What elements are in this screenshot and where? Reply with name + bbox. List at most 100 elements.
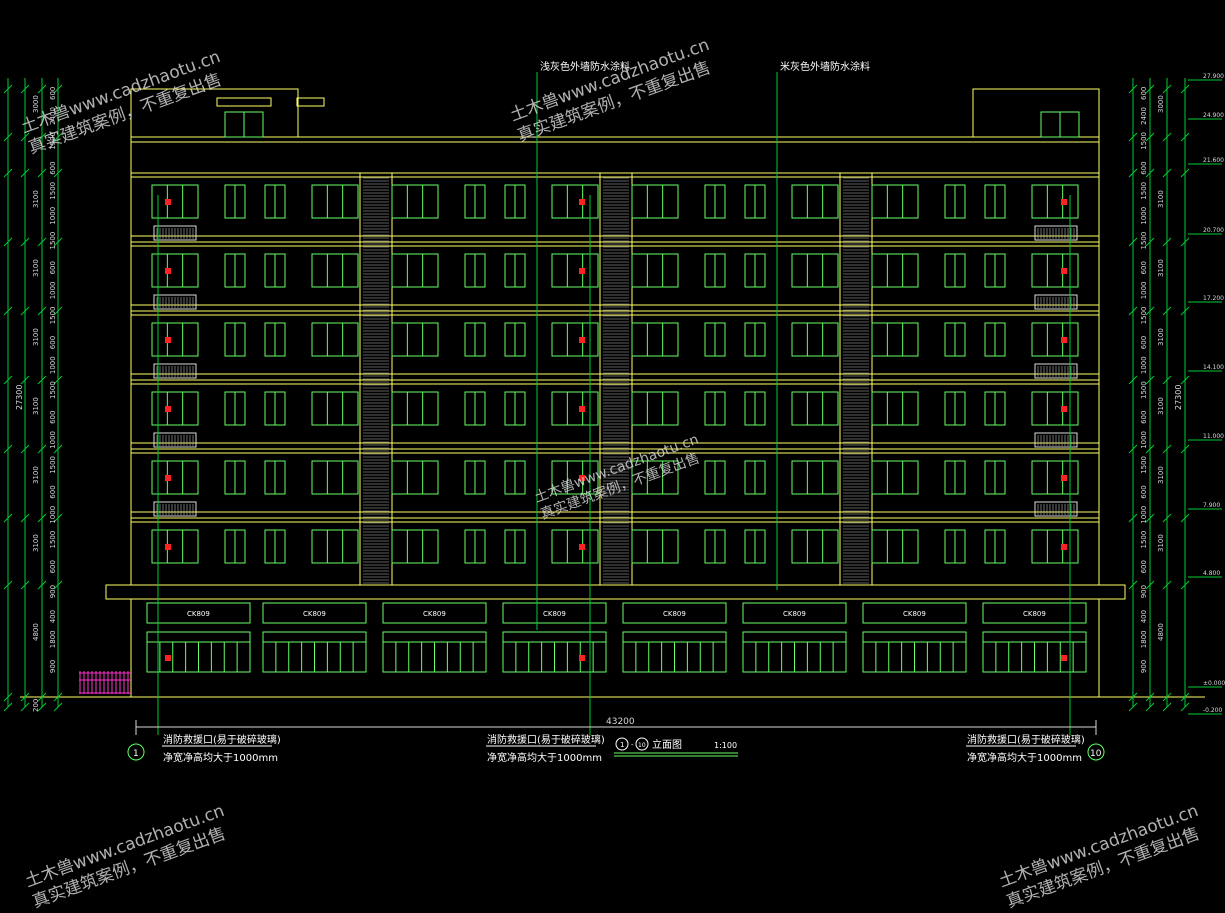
dim-tick [1128, 702, 1138, 712]
drawing-title: 1 - 10 立面图 1:100 [614, 737, 738, 757]
dim-sub-value: 1500 [1140, 531, 1148, 549]
shop-window-label: CK809 [303, 610, 326, 618]
dim-sub-value: 900 [1140, 660, 1148, 673]
floor-bands [131, 172, 1099, 523]
dim-sub-value: 600 [49, 485, 57, 498]
shop-transom [862, 602, 967, 624]
window [631, 184, 679, 219]
dim-sub-value: 1000 [1140, 207, 1148, 225]
dim-sub-value: 600 [49, 87, 57, 100]
axis-bubble-right [1087, 743, 1105, 761]
dim-tick [1162, 580, 1172, 590]
window [551, 529, 599, 564]
dim-floor-height: 3000 [32, 95, 40, 113]
window [871, 391, 919, 426]
rescue-marker [579, 199, 585, 205]
dim-tick [1162, 444, 1172, 454]
dim-tick [53, 702, 63, 712]
dim-tick [3, 132, 13, 142]
window [391, 460, 439, 495]
dim-sub-value: 1000 [49, 506, 57, 524]
dim-tick [1128, 513, 1138, 523]
dim-tick [20, 580, 30, 590]
right-dimension-chain: 6002400150060015001000150060010001500600… [1128, 73, 1225, 715]
rescue-marker [165, 337, 171, 343]
dim-sub-value: 1800 [49, 630, 57, 648]
dim-bottom: 200 [32, 699, 40, 712]
dim-tick [37, 692, 47, 702]
rescue-marker [165, 268, 171, 274]
axis-bubble-left [127, 743, 145, 761]
window [551, 253, 599, 288]
bottom-dimension [135, 720, 1097, 735]
shop-transom [502, 602, 607, 624]
window [631, 391, 679, 426]
dim-tick [1162, 692, 1172, 702]
window [1031, 184, 1079, 219]
elevation-value: -0.200 [1203, 707, 1223, 714]
dim-floor-height: 3100 [1157, 466, 1165, 484]
shop-window-label: CK809 [543, 610, 566, 618]
dim-sub-value: 1500 [1140, 381, 1148, 399]
window [871, 184, 919, 219]
dim-tick [20, 692, 30, 702]
rescue-note-mid-line1: 消防救援口(易于破碎玻璃) [487, 733, 605, 746]
title-axis-bubble-1 [615, 737, 629, 751]
rescue-marker [579, 268, 585, 274]
dim-tick [1145, 513, 1155, 523]
dim-tick [1180, 237, 1190, 247]
dim-tick [53, 237, 63, 247]
dim-tick [3, 84, 13, 94]
balcony-railing [153, 294, 197, 310]
window [1031, 460, 1079, 495]
fence [79, 671, 132, 694]
dim-tick [1145, 306, 1155, 316]
shop-window-label: CK809 [663, 610, 686, 618]
dim-sub-value: 600 [49, 411, 57, 424]
dim-sub-value: 600 [1140, 485, 1148, 498]
dim-tick [3, 306, 13, 316]
dim-sub-value: 1500 [49, 306, 57, 324]
roof-doors [224, 111, 1080, 138]
dim-tick [1162, 132, 1172, 142]
dim-sub-value: 1500 [1140, 306, 1148, 324]
axis-label-left: 1 [133, 749, 139, 759]
dim-sub-value: 1500 [1140, 232, 1148, 250]
dim-tick [1162, 168, 1172, 178]
dim-sub-value: 1500 [49, 456, 57, 474]
window [1031, 322, 1079, 357]
window [311, 253, 359, 288]
dim-tick [1180, 580, 1190, 590]
dim-sub-value: 1000 [49, 431, 57, 449]
rescue-marker [1061, 268, 1067, 274]
rescue-marker [579, 337, 585, 343]
window [391, 529, 439, 564]
shop-transom [262, 602, 367, 624]
dim-sub-value: 1800 [1140, 630, 1148, 648]
window [311, 529, 359, 564]
dim-tick [1128, 375, 1138, 385]
dim-tick [1162, 84, 1172, 94]
dim-tick [20, 702, 30, 712]
dim-sub-value: 1000 [49, 281, 57, 299]
dim-tick [1180, 168, 1190, 178]
dim-tick [53, 580, 63, 590]
dim-sub-value: 1500 [49, 132, 57, 150]
dim-sub-value: 1500 [49, 381, 57, 399]
balcony-railing [1034, 363, 1078, 379]
shop-transom [382, 602, 487, 624]
window [791, 391, 839, 426]
dim-tick [1145, 444, 1155, 454]
dim-sub-value: 600 [1140, 87, 1148, 100]
dim-tick [53, 375, 63, 385]
stairwells [359, 172, 873, 586]
dim-tick [1180, 132, 1190, 142]
balcony-railing [153, 501, 197, 517]
dim-floor-height: 3100 [1157, 190, 1165, 208]
window [551, 322, 599, 357]
dim-tick [20, 237, 30, 247]
roof-canopy-left [296, 97, 325, 107]
dim-tick [1128, 692, 1138, 702]
rescue-note-mid-line2: 净宽净高均大于1000mm [487, 751, 602, 764]
shop-window-label: CK809 [1023, 610, 1046, 618]
